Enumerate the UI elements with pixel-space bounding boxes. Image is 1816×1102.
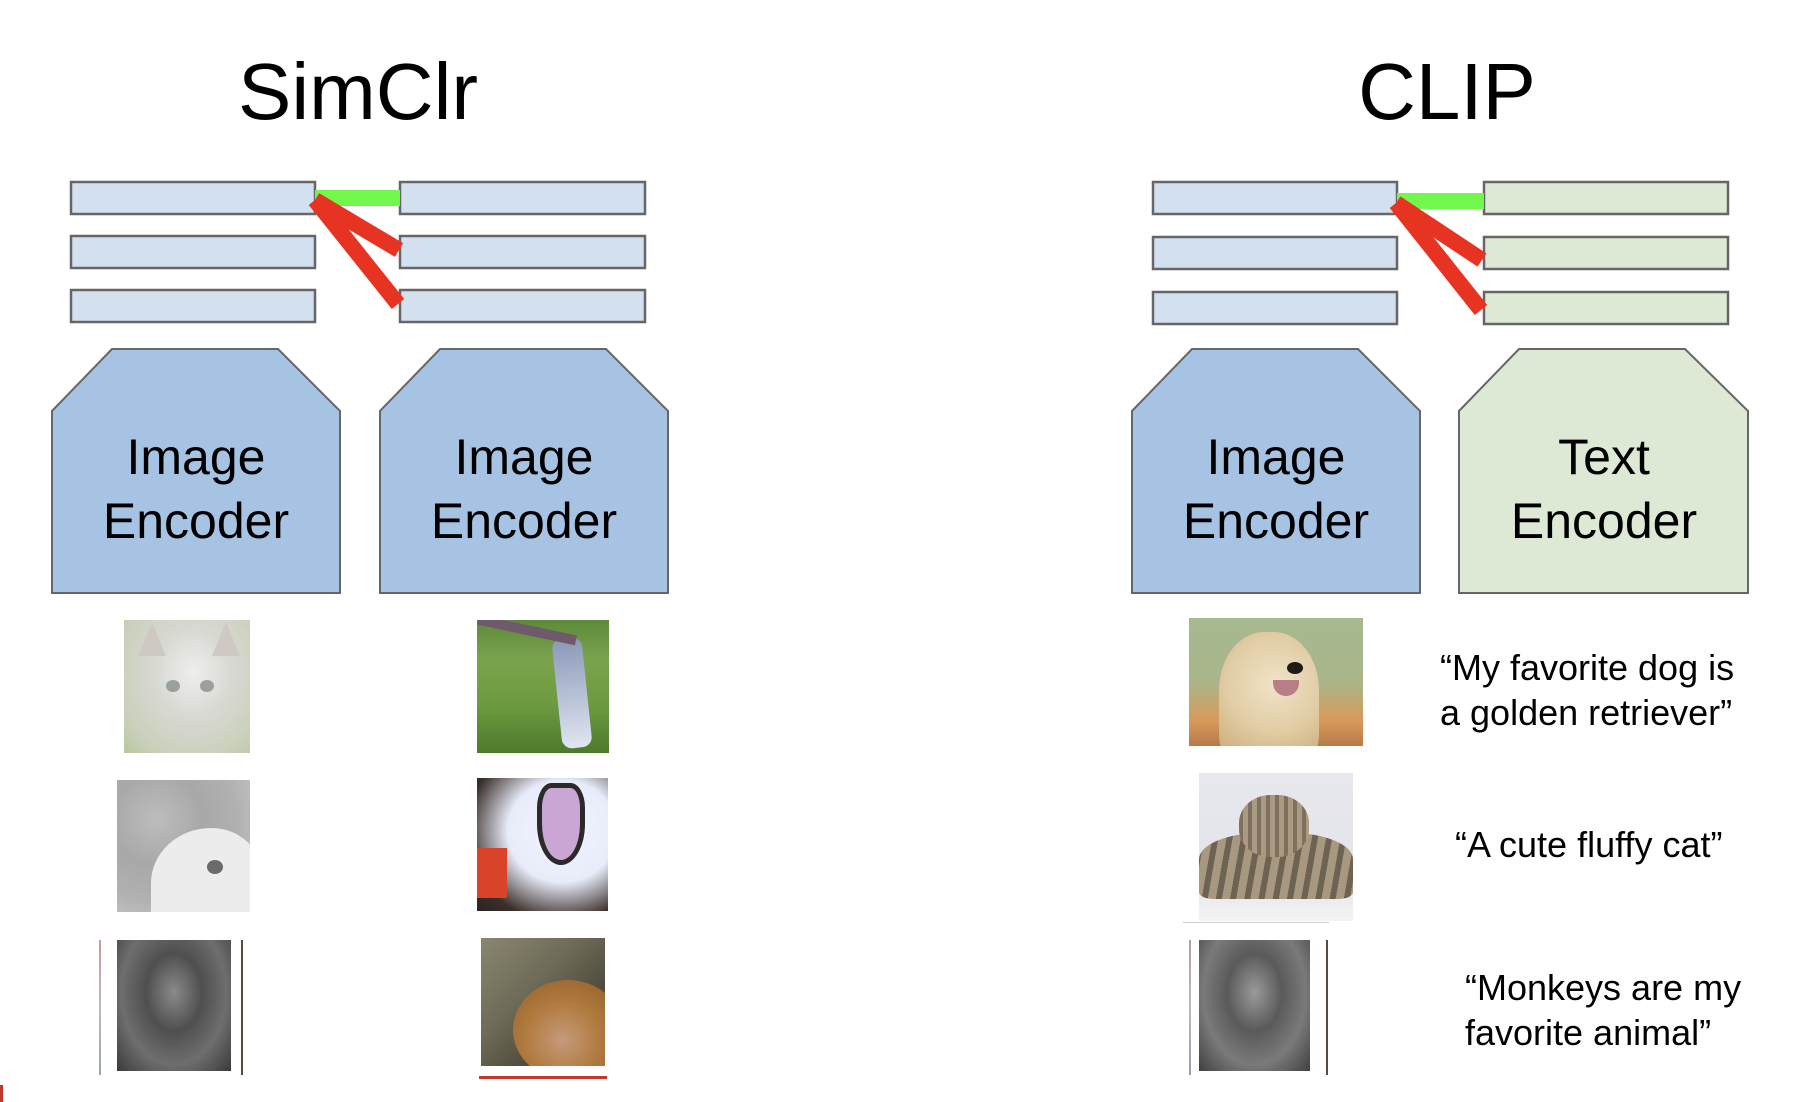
monkey-color-crop-image (481, 938, 605, 1066)
simclr-left-embeddings (69, 180, 317, 324)
tabby-cat-image (1199, 773, 1353, 921)
grayscale-monkey-image (117, 940, 231, 1071)
clip-image-encoder-label: Image Encoder (1131, 425, 1421, 553)
caption-cat: “A cute fluffy cat” (1455, 822, 1722, 867)
clip-image-embeddings (1151, 180, 1399, 326)
caption-monkey: “Monkeys are my favorite animal” (1465, 965, 1741, 1055)
divider-line (1183, 922, 1329, 923)
embedding-vector (1482, 290, 1730, 326)
clip-image-encoder (1131, 348, 1421, 594)
red-underline (479, 1076, 607, 1079)
encoder-label-line2: Encoder (1510, 493, 1698, 549)
kitten-eye-icon (200, 680, 214, 692)
cat-head-shape (1239, 795, 1309, 857)
embedding-vector (1482, 235, 1730, 271)
encoder-label-line1: Image (1206, 429, 1346, 485)
positive-link (315, 190, 400, 206)
cat-leg-shape (551, 636, 593, 750)
encoder-label-line1: Text (1558, 429, 1650, 485)
negative-link (1389, 198, 1488, 315)
clip-text-encoder-label: Text Encoder (1459, 425, 1749, 553)
simclr-image-encoder-2 (379, 348, 669, 594)
encoder-label-line2: Encoder (430, 493, 618, 549)
kitten-ear-icon (138, 622, 166, 656)
simclr-title: SimClr (238, 47, 478, 136)
dog-mouth-crop-image (477, 778, 608, 911)
kitten-eye-icon (166, 680, 180, 692)
embedding-vector (1151, 235, 1399, 271)
grayscale-dog-image (117, 780, 250, 912)
embedding-vector (398, 180, 647, 216)
caption-line: “My favorite dog is (1440, 647, 1735, 688)
dog-eye-icon (207, 860, 223, 874)
image-edge (99, 940, 101, 1075)
clip-title: CLIP (1358, 47, 1536, 136)
image-edge (241, 940, 243, 1075)
embedding-vector (1151, 180, 1399, 216)
puppy-tongue-shape (1273, 680, 1299, 696)
positive-link (1397, 193, 1484, 209)
embedding-vector (1482, 180, 1730, 216)
simclr-image-encoder-1 (51, 348, 341, 594)
simclr-encoder-2-label: Image Encoder (379, 425, 669, 553)
embedding-vector (398, 234, 647, 270)
dog-mouth-shape (537, 783, 585, 865)
caption-line: a golden retriever” (1440, 692, 1733, 733)
caption-line: “Monkeys are my (1465, 967, 1742, 1008)
dog-head-shape (151, 828, 250, 912)
encoder-label-line2: Encoder (1182, 493, 1370, 549)
encoder-label-line1: Image (454, 429, 594, 485)
clip-text-encoder (1458, 348, 1749, 594)
encoder-label-line1: Image (126, 429, 266, 485)
embedding-vector (398, 288, 647, 324)
embedding-vector (69, 234, 317, 270)
corner-mark (0, 1085, 3, 1102)
image-edge (1189, 940, 1191, 1075)
encoder-label-line2: Encoder (102, 493, 290, 549)
clip-text-embeddings (1482, 180, 1730, 326)
kitten-ear-icon (212, 622, 240, 656)
leash-shape (477, 848, 507, 898)
caption-line: “A cute fluffy cat” (1455, 824, 1723, 865)
monkey-face-shape (513, 980, 605, 1066)
simclr-right-embeddings (398, 180, 647, 324)
kitten-image (124, 620, 250, 753)
embedding-vector (69, 180, 317, 216)
caption-dog: “My favorite dog is a golden retriever” (1440, 645, 1734, 735)
grass-cat-crop-image (477, 620, 609, 753)
simclr-encoder-1-label: Image Encoder (51, 425, 341, 553)
caption-line: favorite animal” (1465, 1012, 1712, 1053)
tail-shape (477, 620, 577, 646)
puppy-body-shape (1219, 632, 1319, 746)
golden-retriever-image (1189, 618, 1363, 746)
negative-link (308, 195, 405, 309)
image-edge (1326, 940, 1328, 1075)
embedding-vector (1151, 290, 1399, 326)
puppy-nose-icon (1287, 662, 1303, 674)
clip-grayscale-monkey-image (1199, 940, 1310, 1071)
embedding-vector (69, 288, 317, 324)
